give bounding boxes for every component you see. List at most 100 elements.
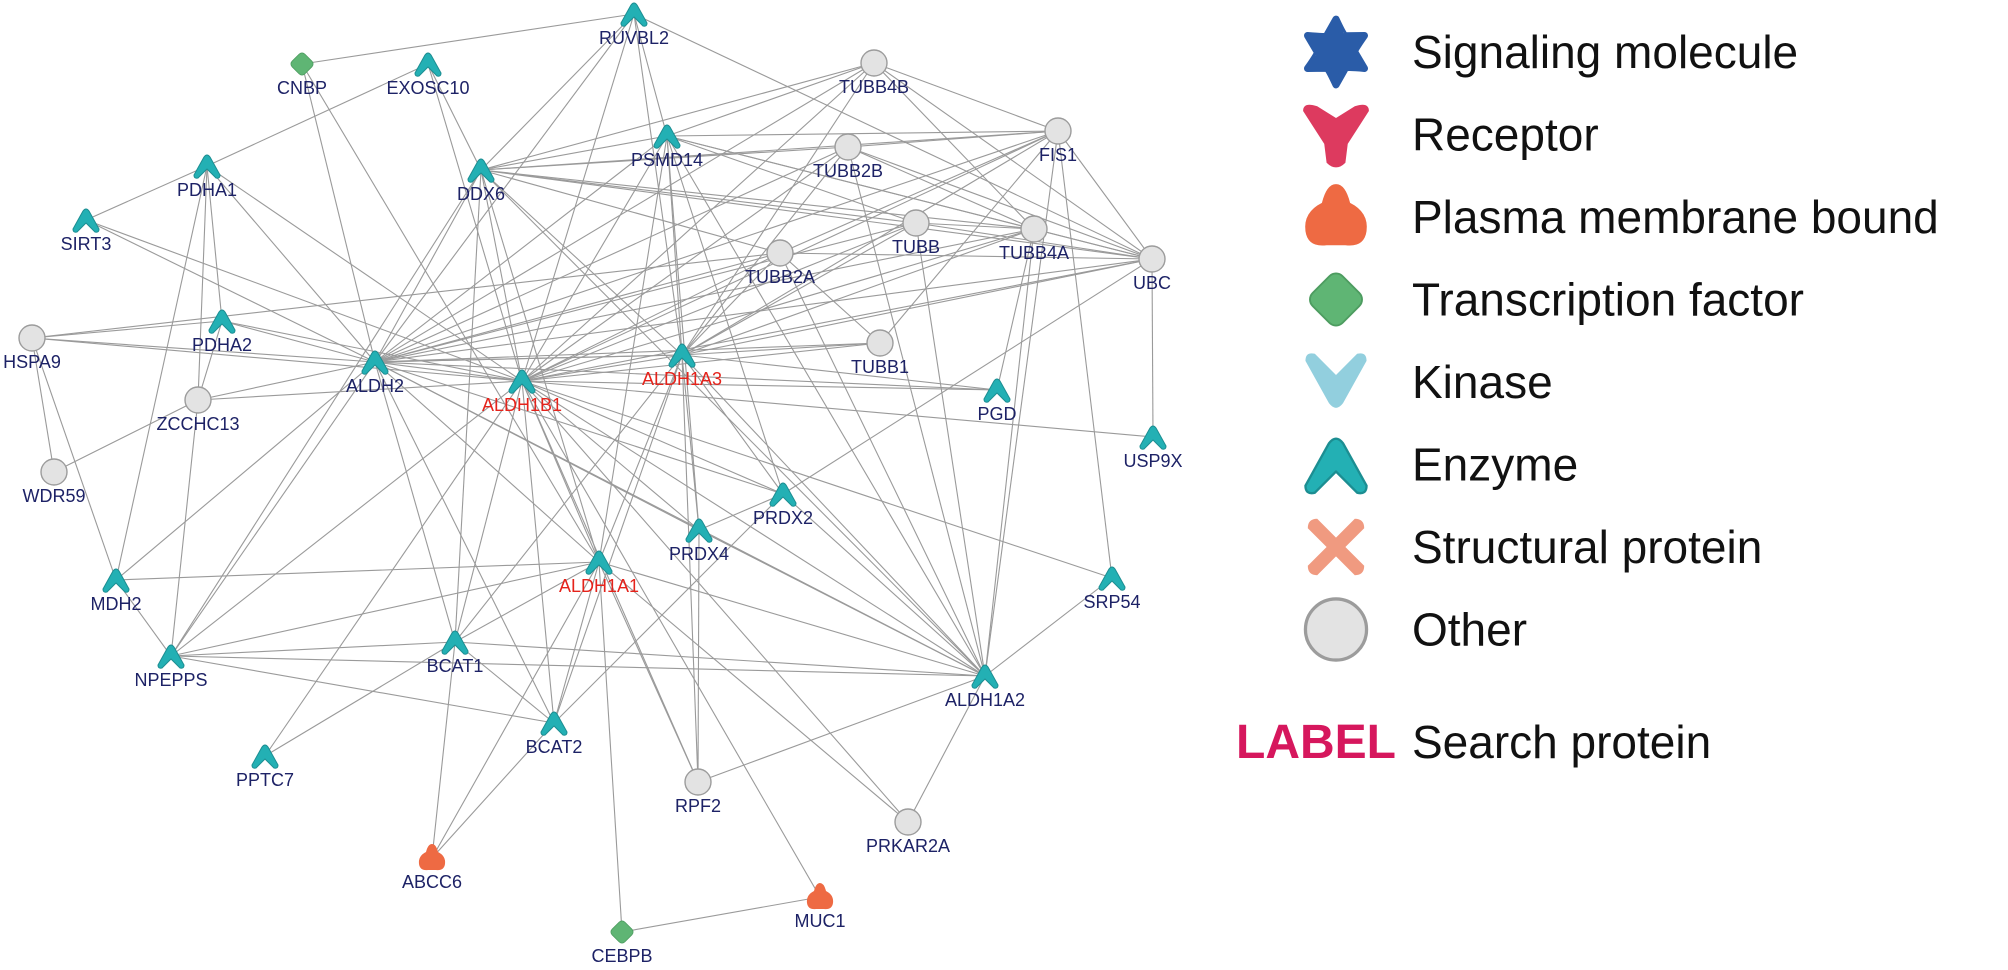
node-label: TUBB4B bbox=[839, 77, 909, 97]
node-srp54[interactable]: SRP54 bbox=[1083, 566, 1141, 612]
node-label: MDH2 bbox=[90, 594, 141, 614]
node-tubb4a[interactable]: TUBB4A bbox=[999, 215, 1069, 263]
edge-tubb2b-tubb4a bbox=[847, 146, 1035, 230]
edge-aldh1a2-rpf2 bbox=[697, 675, 986, 783]
node-aldh1a2[interactable]: ALDH1A2 bbox=[945, 664, 1025, 710]
node-membrane-icon bbox=[418, 844, 446, 871]
edge-tubb-aldh1b1 bbox=[521, 222, 917, 382]
edge-tubb4a-aldh1b1 bbox=[521, 228, 1035, 382]
edge-hspa9-mdh2 bbox=[31, 337, 117, 581]
edge-bcat1-pptc7 bbox=[264, 641, 456, 757]
node-tubb2b[interactable]: TUBB2B bbox=[813, 133, 883, 181]
node-mdh2[interactable]: MDH2 bbox=[90, 568, 142, 614]
node-exosc10[interactable]: EXOSC10 bbox=[386, 52, 470, 98]
node-ubc[interactable]: UBC bbox=[1133, 245, 1171, 293]
node-pdha2[interactable]: PDHA2 bbox=[192, 309, 252, 355]
node-muc1[interactable]: MUC1 bbox=[794, 883, 846, 931]
edge-tubb4a-aldh1a3 bbox=[681, 228, 1035, 356]
node-label: PDHA2 bbox=[192, 335, 252, 355]
node-aldh1a3[interactable]: ALDH1A3 bbox=[642, 343, 722, 389]
node-cnbp[interactable]: CNBP bbox=[277, 51, 327, 98]
tf-icon bbox=[1309, 272, 1363, 327]
node-rpf2[interactable]: RPF2 bbox=[675, 768, 721, 816]
edge-tubb2a-ddx6 bbox=[480, 169, 781, 254]
node-zcchc13[interactable]: ZCCHC13 bbox=[156, 386, 240, 434]
edge-psmd14-aldh1a2 bbox=[666, 135, 986, 677]
node-enzyme-icon bbox=[72, 208, 100, 233]
edge-tubb4a-aldh1a2 bbox=[984, 228, 1035, 677]
edge-ddx6-tubb bbox=[480, 169, 917, 224]
node-label: RUVBL2 bbox=[599, 28, 669, 48]
legend-item-structural: Structural protein bbox=[1307, 518, 1762, 576]
node-tubb[interactable]: TUBB bbox=[892, 209, 940, 257]
node-ruvbl2[interactable]: RUVBL2 bbox=[599, 2, 669, 48]
edge-ruvbl2-aldh2 bbox=[374, 13, 635, 363]
legend-item-tf: Transcription factor bbox=[1309, 272, 1804, 327]
edge-exosc10-aldh1b1 bbox=[427, 63, 523, 382]
node-aldh1a1[interactable]: ALDH1A1 bbox=[559, 550, 639, 596]
node-bcat1[interactable]: BCAT1 bbox=[427, 630, 484, 676]
node-tubb1[interactable]: TUBB1 bbox=[851, 329, 909, 377]
edge-pdha2-aldh2 bbox=[221, 320, 376, 363]
node-sirt3[interactable]: SIRT3 bbox=[61, 208, 112, 254]
edge-tubb2b-aldh1a3 bbox=[681, 146, 849, 356]
edge-aldh1b1-usp9x bbox=[521, 380, 1154, 438]
node-ddx6[interactable]: DDX6 bbox=[457, 158, 505, 204]
node-pdha1[interactable]: PDHA1 bbox=[177, 154, 237, 200]
node-label: ABCC6 bbox=[402, 872, 462, 892]
node-pgd[interactable]: PGD bbox=[977, 378, 1017, 424]
node-pptc7[interactable]: PPTC7 bbox=[236, 744, 294, 790]
node-prdx4[interactable]: PRDX4 bbox=[669, 518, 729, 564]
edge-fis1-srp54 bbox=[1057, 130, 1113, 579]
node-prdx2[interactable]: PRDX2 bbox=[753, 482, 813, 528]
node-cebpb[interactable]: CEBPB bbox=[591, 919, 653, 966]
edge-tubb4a-pgd bbox=[996, 228, 1035, 391]
node-other-icon bbox=[860, 49, 888, 77]
node-prkar2a[interactable]: PRKAR2A bbox=[866, 808, 950, 856]
edge-mdh2-npepps bbox=[115, 579, 172, 657]
node-other-icon bbox=[18, 324, 46, 352]
edge-tubb2b-ubc bbox=[847, 146, 1153, 260]
edge-npepps-bcat2 bbox=[170, 655, 555, 724]
node-label: ALDH2 bbox=[346, 376, 404, 396]
edge-tubb4b-aldh1b1 bbox=[521, 62, 875, 382]
node-enzyme-icon bbox=[1098, 566, 1126, 591]
edge-aldh1a1-abcc6 bbox=[431, 561, 600, 859]
node-aldh2[interactable]: ALDH2 bbox=[346, 350, 404, 396]
edge-ruvbl2-cnbp bbox=[301, 13, 635, 65]
node-label: TUBB2B bbox=[813, 161, 883, 181]
node-label: USP9X bbox=[1123, 451, 1182, 471]
node-label: RPF2 bbox=[675, 796, 721, 816]
edge-aldh1b1-aldh1a3 bbox=[521, 354, 683, 382]
edge-tubb4b-tubb4a bbox=[873, 62, 1035, 230]
node-usp9x[interactable]: USP9X bbox=[1123, 425, 1183, 471]
node-enzyme-icon bbox=[361, 350, 389, 375]
edge-ddx6-npepps bbox=[170, 169, 482, 657]
edge-tubb2a-ubc bbox=[779, 252, 1153, 260]
node-other-icon bbox=[766, 239, 794, 267]
node-enzyme-icon bbox=[414, 52, 442, 77]
node-enzyme-icon bbox=[157, 644, 185, 669]
node-fis1[interactable]: FIS1 bbox=[1039, 117, 1077, 165]
node-enzyme-icon bbox=[467, 158, 495, 183]
edge-ubc-aldh1b1 bbox=[521, 258, 1153, 382]
node-enzyme-icon bbox=[102, 568, 130, 593]
edge-psmd14-fis1 bbox=[666, 130, 1059, 137]
edge-aldh1a1-aldh1a2 bbox=[598, 561, 986, 677]
node-abcc6[interactable]: ABCC6 bbox=[402, 844, 462, 892]
node-bcat2[interactable]: BCAT2 bbox=[526, 711, 583, 757]
node-psmd14[interactable]: PSMD14 bbox=[631, 124, 703, 170]
node-aldh1b1[interactable]: ALDH1B1 bbox=[482, 369, 562, 415]
legend-label: Structural protein bbox=[1412, 521, 1762, 573]
edge-psmd14-aldh2 bbox=[374, 135, 668, 363]
node-other-icon bbox=[40, 458, 68, 486]
edge-psmd14-aldh1a1 bbox=[598, 135, 668, 563]
edge-tubb-aldh1a3 bbox=[681, 222, 917, 356]
node-label: FIS1 bbox=[1039, 145, 1077, 165]
node-tubb2a[interactable]: TUBB2A bbox=[745, 239, 815, 287]
node-hspa9[interactable]: HSPA9 bbox=[3, 324, 61, 372]
node-npepps[interactable]: NPEPPS bbox=[134, 644, 208, 690]
node-tubb4b[interactable]: TUBB4B bbox=[839, 49, 909, 97]
edge-aldh1a3-pgd bbox=[681, 354, 998, 391]
node-wdr59[interactable]: WDR59 bbox=[22, 458, 86, 506]
